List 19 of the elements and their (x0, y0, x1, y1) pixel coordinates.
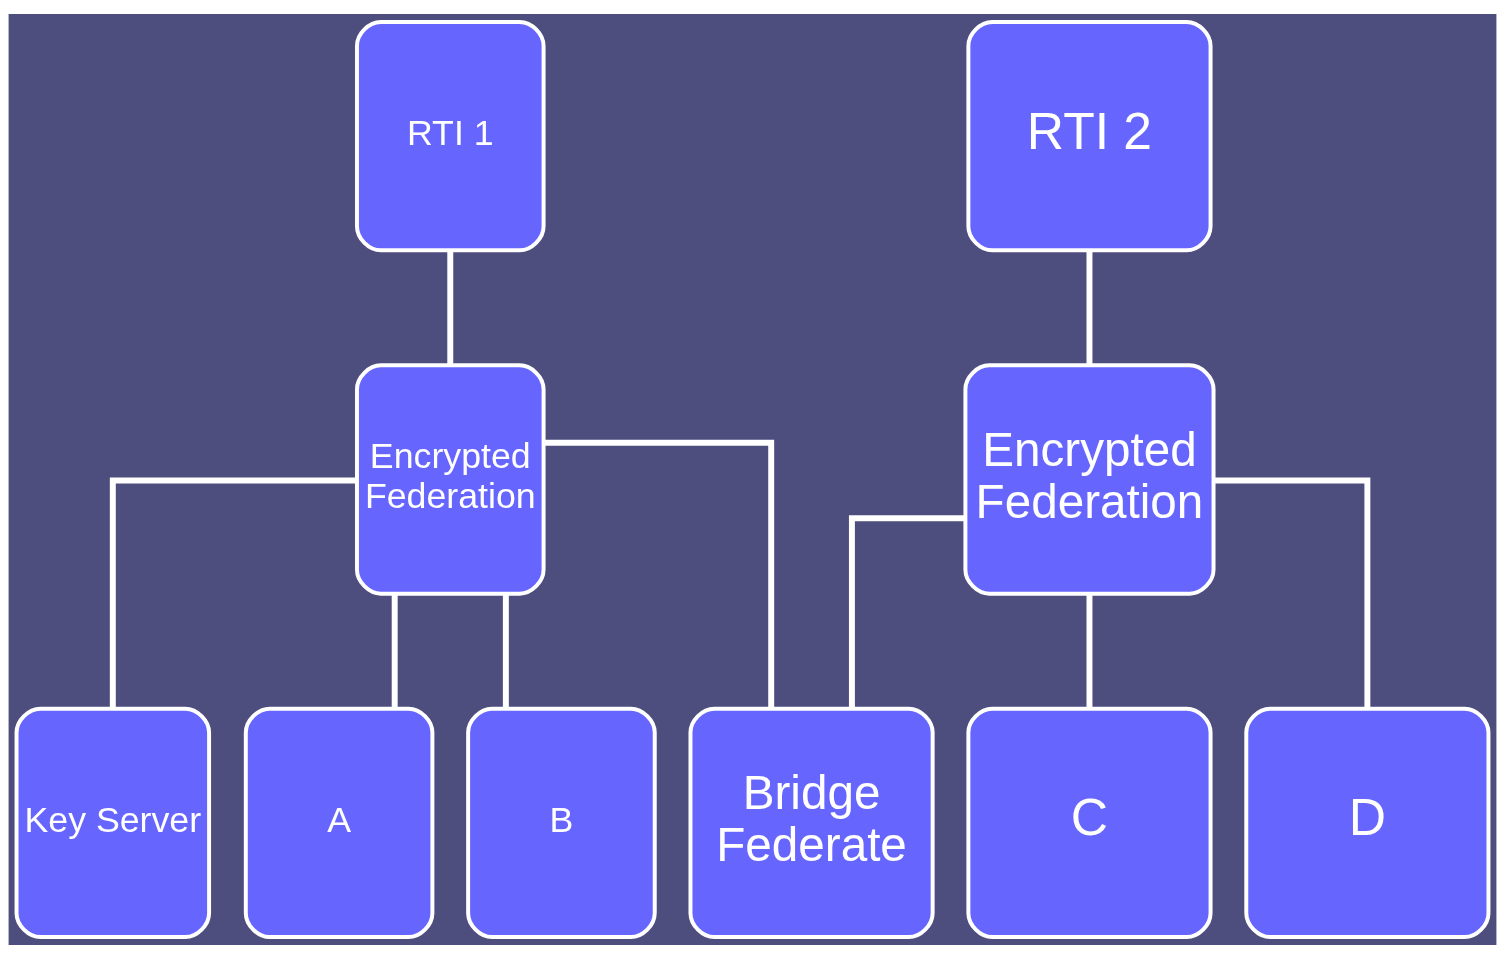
connector (543, 439, 775, 709)
connector (1086, 593, 1093, 709)
node-box: Bridge Federate (688, 706, 935, 940)
node-box: B (466, 706, 657, 940)
node-box: Encrypted Federation (355, 363, 546, 596)
node-box: D (1244, 706, 1491, 940)
node-box: RTI 1 (355, 19, 546, 253)
connector (1213, 477, 1371, 708)
connector (109, 477, 357, 708)
node-box: RTI 2 (966, 19, 1213, 253)
node-box: Encrypted Federation (963, 363, 1216, 596)
node-box: A (243, 706, 435, 940)
connector (1086, 250, 1093, 366)
connector (848, 515, 966, 709)
connector (447, 250, 454, 366)
connector (391, 593, 398, 709)
connector (502, 593, 509, 709)
node-box: C (966, 706, 1213, 940)
node-box: Key Server (14, 706, 212, 940)
